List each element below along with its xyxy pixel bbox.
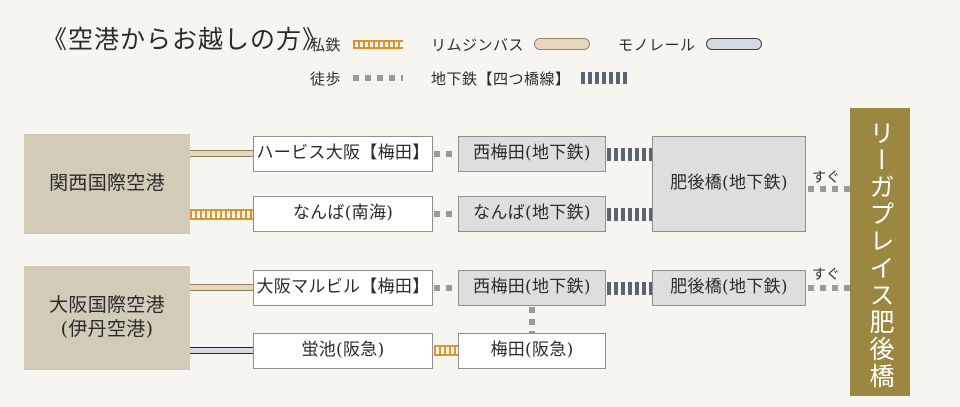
edge-walk-namba-nankai-to-namba-subway bbox=[434, 211, 458, 217]
edge-rail-kix-to-namba bbox=[190, 209, 254, 220]
annotation-sugu-bottom: すぐ bbox=[812, 267, 840, 283]
node-higobashi-subway-top: 肥後橋(地下鉄) bbox=[652, 136, 806, 232]
node-higobashi-subway-bottom: 肥後橋(地下鉄) bbox=[652, 270, 806, 306]
node-label: リーガプレイス肥後橋 bbox=[866, 120, 895, 390]
edge-subway-nishiumeda-to-higobashi-top bbox=[607, 148, 652, 161]
edge-walk-higobashi-to-goal-top bbox=[808, 186, 852, 192]
annotation-sugu-top: すぐ bbox=[812, 170, 840, 186]
legend-label-walk: 徒歩 bbox=[310, 69, 342, 88]
legend-item-monorail: モノレール bbox=[618, 34, 762, 55]
legend-item-walk: 徒歩 bbox=[310, 68, 404, 89]
node-nishiumeda-subway-top: 西梅田(地下鉄) bbox=[458, 136, 606, 172]
node-label: 西梅田(地下鉄) bbox=[473, 277, 591, 298]
node-label: ハービス大阪【梅田】 bbox=[256, 143, 430, 164]
private-rail-icon bbox=[353, 39, 404, 49]
legend-label-monorail: モノレール bbox=[618, 35, 696, 54]
node-herbis-osaka-umeda: ハービス大阪【梅田】 bbox=[253, 136, 433, 172]
node-nishiumeda-subway-bottom: 西梅田(地下鉄) bbox=[458, 270, 606, 306]
node-namba-subway: なんば(地下鉄) bbox=[458, 196, 606, 232]
node-label: なんば(地下鉄) bbox=[473, 203, 591, 224]
legend-label-limousine-bus: リムジンバス bbox=[431, 35, 525, 54]
edge-walk-umeda-hankyu-to-nishiumeda bbox=[529, 307, 535, 333]
legend-label-subway: 地下鉄【四つ橋線】 bbox=[431, 69, 571, 88]
subway-icon bbox=[580, 72, 627, 84]
node-label: 関西国際空港 bbox=[49, 172, 165, 195]
node-osaka-international-airport: 大阪国際空港 (伊丹空港) bbox=[24, 266, 190, 370]
legend-row-2: 徒歩 地下鉄【四つ橋線】 bbox=[310, 64, 830, 92]
node-label: なんば(南海) bbox=[292, 203, 394, 224]
edge-subway-namba-to-higobashi-top bbox=[607, 208, 652, 221]
legend-item-private-rail: 私鉄 bbox=[310, 34, 404, 55]
node-goal-riga-place-higobashi: リーガプレイス肥後橋 bbox=[850, 108, 910, 396]
node-osaka-marubiru-umeda: 大阪マルビル【梅田】 bbox=[253, 270, 433, 306]
monorail-icon bbox=[705, 38, 762, 50]
edge-monorail-itm-to-hotarugaike bbox=[190, 347, 254, 354]
node-label-line2: (伊丹空港) bbox=[60, 318, 154, 340]
node-namba-nankai: なんば(南海) bbox=[253, 196, 433, 232]
legend: 私鉄 リムジンバス モノレール 徒歩 地下鉄【四つ橋線】 bbox=[310, 30, 830, 92]
node-hotarugaike-hankyu: 蛍池(阪急) bbox=[253, 333, 433, 369]
edge-walk-higobashi-to-goal-bottom bbox=[808, 285, 852, 291]
legend-item-limousine-bus: リムジンバス bbox=[431, 34, 591, 55]
edge-walk-herbis-to-nishiumeda bbox=[434, 151, 458, 157]
node-label: 梅田(阪急) bbox=[490, 340, 574, 361]
node-umeda-hankyu: 梅田(阪急) bbox=[458, 333, 606, 369]
limousine-bus-icon bbox=[534, 38, 591, 50]
legend-item-subway: 地下鉄【四つ橋線】 bbox=[431, 68, 627, 89]
edge-walk-marubiru-to-nishiumeda bbox=[434, 285, 458, 291]
edge-bus-kix-to-herbis bbox=[190, 150, 254, 157]
edge-bus-itm-to-marubiru bbox=[190, 284, 254, 291]
walk-icon bbox=[353, 75, 404, 81]
edge-subway-nishiumeda-to-higobashi-bottom bbox=[607, 282, 652, 295]
legend-row-1: 私鉄 リムジンバス モノレール bbox=[310, 30, 830, 58]
node-label-line1: 大阪国際空港 bbox=[49, 294, 165, 317]
node-label: 肥後橋(地下鉄) bbox=[670, 173, 788, 194]
legend-label-private-rail: 私鉄 bbox=[310, 35, 342, 54]
edge-rail-hotarugaike-to-umeda bbox=[434, 345, 458, 356]
page-title: 《空港からお越しの方》 bbox=[42, 25, 329, 54]
node-label: 西梅田(地下鉄) bbox=[473, 143, 591, 164]
node-label: 肥後橋(地下鉄) bbox=[670, 277, 788, 298]
node-label: 蛍池(阪急) bbox=[301, 340, 385, 361]
node-label: 大阪マルビル【梅田】 bbox=[256, 277, 430, 298]
node-label: 大阪国際空港 (伊丹空港) bbox=[49, 294, 165, 342]
node-kansai-international-airport: 関西国際空港 bbox=[24, 134, 190, 234]
